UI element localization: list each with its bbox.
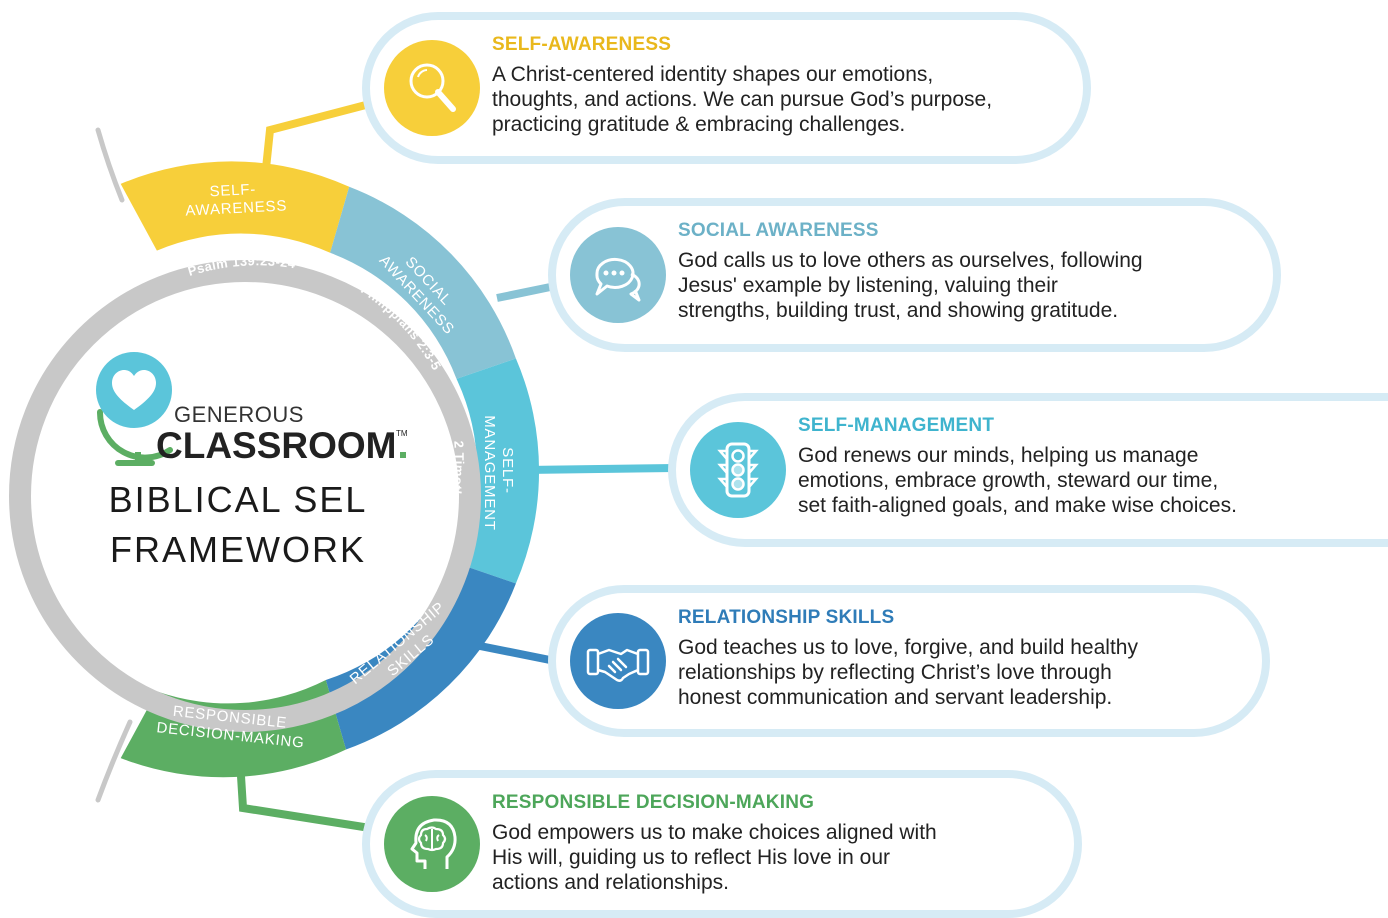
card-body: God empowers us to make choices aligned … — [492, 821, 937, 894]
card-body: God teaches us to love, forgive, and bui… — [678, 636, 1138, 709]
grey-ring — [9, 260, 481, 732]
card-icon-responsible-decision-making — [384, 796, 480, 892]
card-icon-social-awareness — [570, 227, 666, 323]
card-text-self-management: SELF-MANAGEMENT God renews our minds, he… — [798, 415, 1368, 518]
traffic-light-icon — [717, 442, 759, 498]
brand-word-classroom: CLASSROOM — [156, 425, 397, 466]
connector-self-awareness — [261, 96, 387, 179]
card-title: SELF-MANAGEMENT — [798, 415, 995, 436]
card-text-relationship-skills: RELATIONSHIP SKILLS God teaches us to lo… — [678, 607, 1242, 710]
segment-label-self-awareness: SELF- AWARENESS — [184, 179, 288, 219]
chat-bubbles-icon — [595, 257, 641, 302]
card-relationship-skills: RELATIONSHIP SKILLS God teaches us to lo… — [548, 585, 1270, 737]
card-title: RESPONSIBLE DECISION-MAKING — [492, 792, 815, 813]
segment-self-awareness — [120, 161, 350, 253]
handshake-icon — [586, 648, 650, 682]
segment-relationship-skills — [325, 563, 516, 750]
card-text-responsible-decision-making: RESPONSIBLE DECISION-MAKING God empowers… — [492, 792, 1054, 895]
outer-arc-line-top — [95, 127, 125, 203]
card-title: SELF-AWARENESS — [492, 34, 672, 55]
card-icon-self-management — [690, 422, 786, 518]
card-self-awareness: SELF-AWARENESS A Christ-centered identit… — [362, 12, 1091, 164]
connector-self-management — [524, 464, 676, 474]
generous-classroom-logo: GENEROUS CLASSROOM TM — [96, 352, 408, 466]
card-responsible-decision-making: RESPONSIBLE DECISION-MAKING God empowers… — [362, 770, 1082, 918]
card-self-management: SELF-MANAGEMENT God renews our minds, he… — [668, 393, 1388, 547]
ref-responsible-decision-making: Romans 12:2 — [188, 669, 277, 689]
segment-social-awareness — [330, 186, 516, 379]
framework-title-line-1: BIBLICAL SEL — [109, 479, 368, 520]
magnifying-glass-icon — [409, 63, 456, 112]
framework-title-line-2: FRAMEWORK — [110, 529, 366, 570]
card-icon-relationship-skills — [570, 613, 666, 709]
card-text-self-awareness: SELF-AWARENESS A Christ-centered identit… — [492, 34, 1063, 137]
card-title: RELATIONSHIP SKILLS — [678, 607, 895, 628]
connector-relationship-skills — [474, 641, 561, 666]
card-body: A Christ-centered identity shapes our em… — [492, 63, 993, 136]
heart-icon — [112, 370, 156, 410]
card-social-awareness: SOCIAL AWARENESS God calls us to love ot… — [548, 198, 1281, 352]
card-body: God calls us to love others as ourselves… — [678, 249, 1143, 322]
head-brain-icon — [410, 818, 457, 869]
outer-arc-line-bottom — [95, 719, 133, 803]
brand-word-generous: GENEROUS — [174, 402, 304, 427]
card-text-social-awareness: SOCIAL AWARENESS God calls us to love ot… — [678, 220, 1253, 323]
card-title: SOCIAL AWARENESS — [678, 220, 879, 241]
brand-dot — [400, 452, 406, 458]
trademark-symbol: TM — [396, 429, 408, 438]
card-icon-self-awareness — [384, 40, 480, 136]
segment-label-self-management: SELF- MANAGEMENT — [481, 415, 516, 531]
